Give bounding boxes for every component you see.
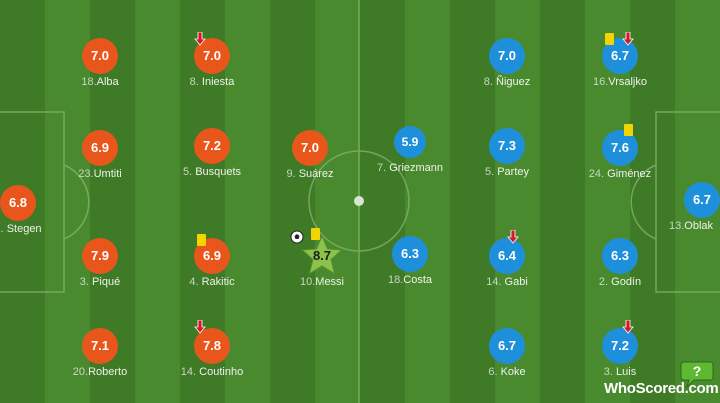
- player-name: 16.Vrsaljko: [592, 76, 647, 88]
- player-iniesta[interactable]: 7.0 8. Iniesta: [172, 32, 252, 98]
- player-stegen[interactable]: 6.8 1. Stegen: [0, 185, 58, 245]
- player-koke[interactable]: 6.7 6. Koke: [467, 328, 547, 388]
- player-name: 7. Griezmann: [376, 162, 444, 174]
- player-rating: 7.8: [194, 328, 230, 364]
- whoscored-logo: WhoScored.com ?: [604, 361, 719, 399]
- player-roberto[interactable]: 7.1 20.Roberto: [60, 328, 140, 388]
- sub-off-icon: [194, 32, 206, 46]
- player-rating: 6.9: [82, 130, 118, 166]
- player-name: 18.Costa: [387, 274, 433, 286]
- player-name: 3. Luis: [603, 366, 637, 378]
- player-rating: 7.0: [82, 38, 118, 74]
- player-name: 3. Piqué: [79, 276, 121, 288]
- player-rating: 7.6: [602, 130, 638, 166]
- player-rating: 6.7: [489, 328, 525, 364]
- yellow-card-icon: [605, 33, 614, 45]
- player-name: 14. Gabi: [486, 276, 528, 288]
- player-rating: 6.7: [684, 182, 720, 218]
- yellow-card-icon: [311, 228, 320, 240]
- player-name: 1. Stegen: [0, 223, 42, 235]
- sub-off-icon: [622, 32, 634, 46]
- player-gimenez[interactable]: 7.6 24. Giménez: [580, 124, 660, 190]
- player-rating: 6.3: [602, 238, 638, 274]
- player-name: 8. Ñiguez: [483, 76, 531, 88]
- yellow-card-icon: [624, 124, 633, 136]
- player-niguez[interactable]: 7.0 8. Ñiguez: [467, 38, 547, 98]
- player-name: 23.Umtiti: [78, 168, 122, 180]
- player-name: 5. Busquets: [182, 166, 242, 178]
- player-pique[interactable]: 7.9 3. Piqué: [60, 238, 140, 298]
- player-oblak[interactable]: 6.7 13.Oblak: [662, 182, 720, 242]
- logo-bubble-icon: ?: [680, 361, 714, 389]
- sub-off-icon: [507, 230, 519, 244]
- player-name: 13.Oblak: [668, 220, 714, 232]
- player-messi[interactable]: 8.7 10.Messi: [282, 228, 362, 298]
- player-name: 9. Suárez: [286, 168, 334, 180]
- player-partey[interactable]: 7.3 5. Partey: [467, 128, 547, 188]
- player-rating: 7.0: [489, 38, 525, 74]
- player-name: 5. Partey: [484, 166, 530, 178]
- player-name: 14. Coutinho: [180, 366, 244, 378]
- star-icon: [301, 234, 343, 275]
- player-busquets[interactable]: 7.2 5. Busquets: [172, 128, 252, 188]
- player-coutinho[interactable]: 7.8 14. Coutinho: [172, 320, 252, 388]
- player-rakitic[interactable]: 6.9 4. Rakitic: [172, 234, 252, 298]
- player-costa[interactable]: 6.3 18.Costa: [370, 236, 450, 296]
- player-name: 18.Alba: [81, 76, 119, 88]
- player-rating: 6.8: [0, 185, 36, 221]
- player-rating: 5.9: [394, 126, 426, 158]
- player-rating: 7.3: [489, 128, 525, 164]
- player-rating: 7.1: [82, 328, 118, 364]
- player-suarez[interactable]: 7.0 9. Suárez: [270, 130, 350, 190]
- player-name: 2. Godín: [598, 276, 642, 288]
- player-rating: 7.0: [194, 38, 230, 74]
- player-name: 8. Iniesta: [189, 76, 235, 88]
- player-rating: 7.0: [292, 130, 328, 166]
- player-griezmann[interactable]: 5.9 7. Griezmann: [370, 126, 450, 186]
- player-name: 4. Rakitic: [189, 276, 235, 288]
- player-alba[interactable]: 7.0 18.Alba: [60, 38, 140, 98]
- player-name: 6. Koke: [488, 366, 526, 378]
- player-rating: 7.9: [82, 238, 118, 274]
- player-godin[interactable]: 6.3 2. Godín: [580, 238, 660, 298]
- player-rating: 6.4: [489, 238, 525, 274]
- player-rating: 7.2: [602, 328, 638, 364]
- player-name: 24. Giménez: [588, 168, 652, 180]
- player-gabi[interactable]: 6.4 14. Gabi: [467, 230, 547, 298]
- player-vrsaljko[interactable]: 6.7 16.Vrsaljko: [580, 32, 660, 98]
- player-name: 10.Messi: [299, 276, 345, 288]
- rating-value: 8.7: [312, 248, 332, 263]
- sub-off-icon: [194, 320, 206, 334]
- sub-off-icon: [622, 320, 634, 334]
- player-umtiti[interactable]: 6.9 23.Umtiti: [60, 130, 140, 190]
- ball-icon: [290, 230, 304, 244]
- player-name: 20.Roberto: [72, 366, 128, 378]
- player-rating: 8.7: [300, 234, 344, 278]
- yellow-card-icon: [197, 234, 206, 246]
- player-rating: 6.3: [392, 236, 428, 272]
- svg-text:?: ?: [693, 363, 702, 379]
- player-luis[interactable]: 7.2 3. Luis: [580, 320, 660, 388]
- player-rating: 7.2: [194, 128, 230, 164]
